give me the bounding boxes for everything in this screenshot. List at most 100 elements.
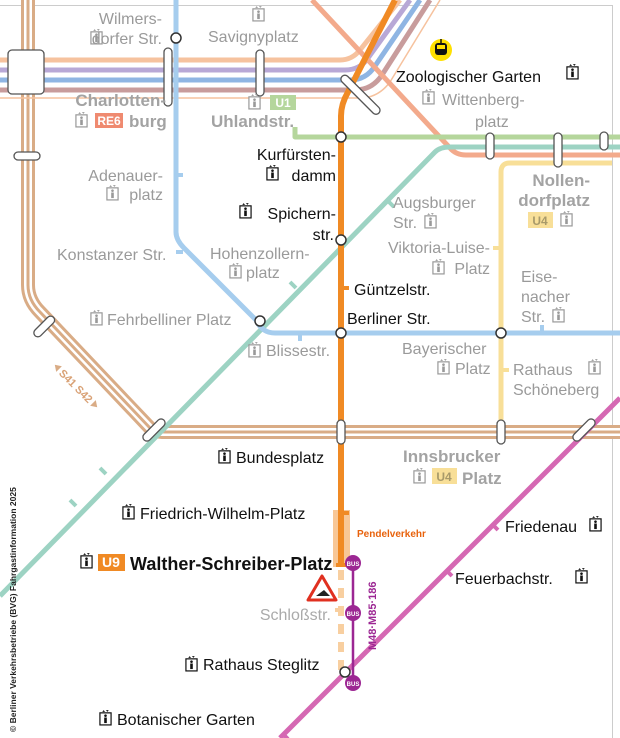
elevator-icon (122, 503, 135, 520)
station-label-adenauerplatz: platz (129, 187, 163, 204)
station-label-walther-schreiber-platz: Walther-Schreiber-Platz (130, 554, 332, 574)
station-label-adenauerplatz: Adenauer- (88, 168, 163, 185)
bus-lines-label: M48·M85·186 (367, 582, 379, 650)
station-label-innsbrucker-platz: Platz (462, 469, 502, 488)
copyright-text: © Berliner Verkehrsbetriebe (BVG) Fahrga… (8, 487, 18, 732)
u4-badge: U4 (432, 468, 457, 484)
interchange-markers (7, 47, 609, 445)
elevator-icon (252, 5, 265, 22)
station-label-friedenau: Friedenau (505, 519, 577, 536)
elevator-icon (229, 262, 242, 279)
pendelverkehr-note: Pendelverkehr (357, 529, 426, 540)
elevator-icon (80, 552, 93, 569)
elevator-icon (185, 655, 198, 672)
station-label-spichernstr: str. (313, 227, 334, 244)
bus-label: BUS (347, 612, 360, 618)
u3-ticks (68, 199, 396, 508)
station-label-berliner-str: Berliner Str. (347, 311, 431, 328)
elevator-icon (90, 309, 103, 326)
elevator-icon (432, 258, 445, 275)
bus-stop-icon[interactable]: BUS (345, 555, 361, 571)
station-label-wilmersdorfer: dorfer Str. (92, 31, 162, 48)
station-label-kurfuerstendamm: damm (292, 168, 336, 185)
station-label-nollendorfplatz: dorfplatz (518, 191, 590, 210)
elevator-icon (588, 358, 601, 375)
station-label-viktoria-luise-platz: Viktoria-Luise- (388, 240, 490, 257)
station-label-blissestr: Blissestr. (266, 343, 330, 360)
svg-text:U9: U9 (102, 554, 120, 570)
elevator-icon (566, 63, 579, 80)
elevator-icon (437, 358, 450, 375)
u7-line (173, 0, 620, 336)
station-label-eisenacher-str: Str. (521, 309, 545, 326)
station-label-rathaus-schoeneberg: Rathaus (513, 362, 573, 379)
re6-badge: RE6 (95, 113, 123, 128)
bus-label: BUS (347, 562, 360, 568)
station-label-botanischer-garten: Botanischer Garten (117, 712, 255, 729)
u1-line (292, 127, 620, 140)
station-label-uhlandstr: Uhlandstr. (211, 112, 294, 131)
station-label-innsbrucker-platz: Innsbrucker (403, 447, 501, 466)
station-label-hohenzollernplatz: platz (246, 265, 280, 282)
s1-ticks (280, 522, 500, 738)
elevator-icon (248, 93, 261, 110)
station-label-nollendorfplatz: Nollen- (532, 171, 590, 190)
station-label-augsburger-str: Str. (393, 215, 417, 232)
u1-badge: U1 (270, 95, 296, 110)
bus-label: BUS (347, 682, 360, 688)
elevator-icon (99, 709, 112, 726)
station-label-konstanzer-str: Konstanzer Str. (57, 247, 166, 264)
station-label-bundesplatz: Bundesplatz (236, 450, 324, 467)
u3-line (0, 144, 620, 598)
svg-text:RE6: RE6 (97, 114, 121, 128)
elevator-icon (413, 467, 426, 484)
elevator-icon (575, 567, 588, 584)
svg-text:U1: U1 (275, 96, 291, 110)
station-label-charlottenburg: Charlotten- (75, 91, 166, 110)
elevator-icon (218, 447, 231, 464)
station-label-zoologischer-garten: Zoologischer Garten (396, 69, 541, 86)
station-label-wittenbergplatz: Wittenberg- (442, 92, 525, 109)
station-label-rathaus-steglitz: Rathaus Steglitz (203, 657, 320, 674)
station-label-fehrbelliner-platz: Fehrbelliner Platz (107, 312, 232, 329)
station-label-guentzelstr: Güntzelstr. (354, 282, 430, 299)
svg-text:U4: U4 (532, 214, 548, 228)
u4-badge: U4 (528, 212, 553, 228)
bus-stop-icon[interactable]: BUS (345, 605, 361, 621)
u9-line (333, 0, 398, 672)
elevator-icon (239, 202, 252, 219)
station-label-feuerbachstr: Feuerbachstr. (455, 571, 553, 588)
station-label-viktoria-luise-platz: Platz (454, 261, 490, 278)
station-label-wilmersdorfer: Wilmers- (99, 11, 162, 28)
u9-badge: U9 (98, 554, 125, 571)
elevator-icon (552, 306, 565, 323)
svg-text:U4: U4 (436, 470, 452, 484)
station-markers (170, 32, 507, 678)
station-label-hohenzollernplatz: Hohenzollern- (210, 246, 310, 263)
station-label-bayerischer-platz: Platz (455, 361, 491, 378)
u4-line (498, 160, 612, 432)
station-label-spichernstr: Spichern- (268, 206, 336, 223)
elevator-icon (560, 210, 573, 227)
station-label-schlossstr: Schloßstr. (260, 607, 331, 624)
station-label-friedrich-wilhelm-platz: Friedrich-Wilhelm-Platz (140, 506, 305, 523)
elevator-icon (248, 341, 261, 358)
tram-icon (430, 39, 452, 61)
elevator-icon (424, 212, 437, 229)
u7-ticks (176, 173, 544, 341)
bus-stop-icon[interactable]: BUS (345, 675, 361, 691)
station-label-bayerischer-platz: Bayerischer (402, 341, 487, 358)
construction-warning-icon (306, 574, 338, 602)
elevator-icon (106, 184, 119, 201)
station-label-kurfuerstendamm: Kurfürsten- (257, 147, 336, 164)
station-label-charlottenburg: burg (129, 112, 167, 131)
station-label-eisenacher-str: Eise- (521, 269, 557, 286)
station-label-augsburger-str: Augsburger (393, 195, 476, 212)
station-label-savignyplatz: Savignyplatz (208, 29, 299, 46)
s1-line (278, 396, 620, 738)
elevator-icon (589, 515, 602, 532)
elevator-icon (422, 88, 435, 105)
station-label-eisenacher-str: nacher (521, 289, 571, 306)
elevator-icon (266, 164, 279, 181)
